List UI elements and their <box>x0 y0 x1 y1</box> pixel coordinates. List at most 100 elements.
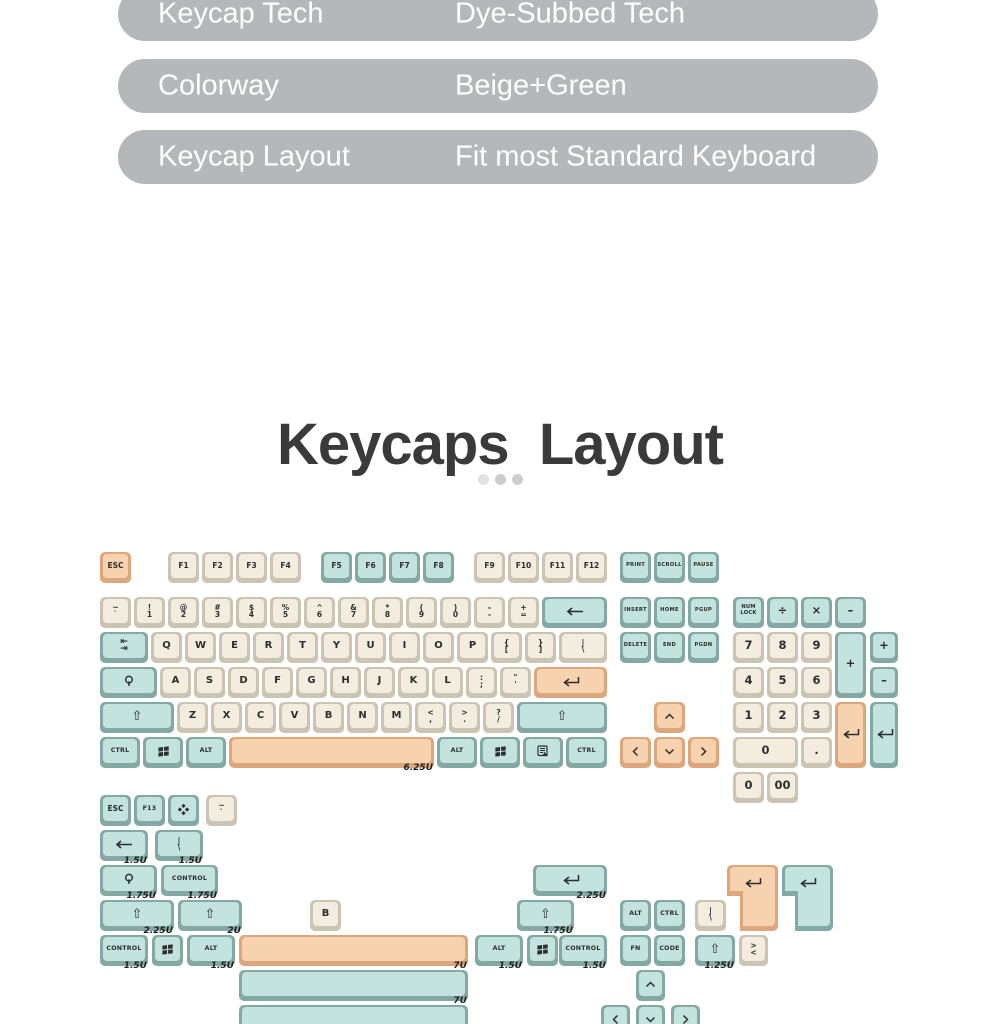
key-logo-key <box>168 795 199 826</box>
key-size-label: 1.5U <box>498 961 522 971</box>
key-g: G <box>296 667 327 698</box>
key-legend: C <box>256 710 265 721</box>
key-iso-enter-teal <box>782 865 833 931</box>
key-ctrl-a: CTRL <box>654 900 685 931</box>
spec-label: Keycap Layout <box>158 140 350 173</box>
key-legend: – <box>847 603 854 618</box>
key-f1: F1 <box>168 552 199 583</box>
key-v: V <box>279 702 310 733</box>
key-arrow-right <box>688 737 719 768</box>
key-rctrl: CTRL <box>566 737 607 768</box>
key-extra-0: 0 <box>733 772 764 803</box>
key-size-label: 6.25U <box>403 763 433 773</box>
key-legend: |\ <box>709 905 712 922</box>
key-legend: PGUP <box>694 607 713 614</box>
key-legend <box>645 980 656 988</box>
key-h: H <box>330 667 361 698</box>
key-np-dot: . <box>801 737 832 768</box>
key-legend <box>743 877 762 888</box>
key-legend: P <box>468 640 477 651</box>
key-rshift: ⇧ <box>517 702 607 733</box>
key-legend: V <box>290 710 299 721</box>
key-alt-a: ALT <box>620 900 651 931</box>
key-legend: F7 <box>399 561 410 571</box>
key-legend: )0 <box>452 602 459 619</box>
key-legend: S <box>205 675 214 686</box>
key-pause: PAUSE <box>688 552 719 583</box>
key-legend <box>664 712 675 720</box>
key-legend: F3 <box>246 561 257 571</box>
key-legend <box>157 745 170 758</box>
key-slash: ?/ <box>483 702 514 733</box>
key-np-minus: – <box>835 597 866 628</box>
spec-label: Keycap Tech <box>158 0 324 30</box>
key-space-7u-peach: 7U <box>239 935 468 971</box>
key-size-label: 1.75U <box>126 891 156 901</box>
key-np5: 5 <box>767 667 798 698</box>
key-legend <box>682 1014 689 1024</box>
dot <box>511 474 523 485</box>
key-f5: F5 <box>321 552 352 583</box>
key-legend <box>123 873 135 885</box>
key-9: (9 <box>406 597 437 628</box>
key-backspace <box>542 597 607 628</box>
key-d: D <box>228 667 259 698</box>
key-extra-00: 00 <box>767 772 798 803</box>
key-legend: F4 <box>280 561 291 571</box>
key-legend <box>566 606 584 616</box>
key-legend: PAUSE <box>693 562 714 569</box>
key-legend <box>536 943 549 956</box>
key-enter-225: 2.25U <box>533 865 607 901</box>
key-code: CODE <box>654 935 685 966</box>
key-l: L <box>432 667 463 698</box>
key-legend: @2 <box>179 602 188 619</box>
key-backslash: |\ <box>559 632 607 663</box>
key-alt-np-enter <box>870 702 898 768</box>
key-legend: $4 <box>248 602 255 619</box>
key-pgup: PGUP <box>688 597 719 628</box>
spec-value: Dye-Subbed Tech <box>455 0 686 30</box>
key-insert: INSERT <box>620 597 651 628</box>
key-scroll: SCROLL <box>654 552 685 583</box>
spec-value: Fit most Standard Keyboard <box>455 140 817 173</box>
key-legend: G <box>307 675 316 686</box>
key-legend: DELETE <box>623 642 648 649</box>
key-legend: U <box>366 640 375 651</box>
key-legend: 0 <box>744 778 753 793</box>
key-legend: ~` <box>218 800 225 817</box>
key-legend: F9 <box>484 561 495 571</box>
key-legend: ?/ <box>496 707 501 724</box>
key-np4: 4 <box>733 667 764 698</box>
key-e: E <box>219 632 250 663</box>
key-legend: CODE <box>659 944 680 952</box>
key-0: )0 <box>440 597 471 628</box>
key-lbracket: {[ <box>491 632 522 663</box>
key-c: C <box>245 702 276 733</box>
key-legend: += <box>520 602 527 619</box>
key-size-label: 7U <box>453 996 467 1006</box>
key-legend: D <box>239 675 248 686</box>
key-np-enter <box>835 702 866 768</box>
key-5: %5 <box>270 597 301 628</box>
key-f10: F10 <box>508 552 539 583</box>
key-angle-key: >< <box>739 935 768 966</box>
key-legend: F2 <box>212 561 223 571</box>
key-legend: I <box>402 640 407 651</box>
key-size-label: 1.5U <box>123 961 147 971</box>
key-np7: 7 <box>733 632 764 663</box>
key-np0: 0 <box>733 737 798 768</box>
key-legend: ^6 <box>316 602 323 619</box>
key-q: Q <box>151 632 182 663</box>
key-u: U <box>355 632 386 663</box>
key-legend: ⇧ <box>204 906 216 922</box>
key-legend: %5 <box>281 602 290 619</box>
key-j: J <box>364 667 395 698</box>
key-lctrl: CTRL <box>100 737 140 768</box>
key-legend: 5 <box>778 673 787 688</box>
key-backspace-150: 1.5U <box>100 830 148 866</box>
key-np2: 2 <box>767 702 798 733</box>
key-z: Z <box>177 702 208 733</box>
